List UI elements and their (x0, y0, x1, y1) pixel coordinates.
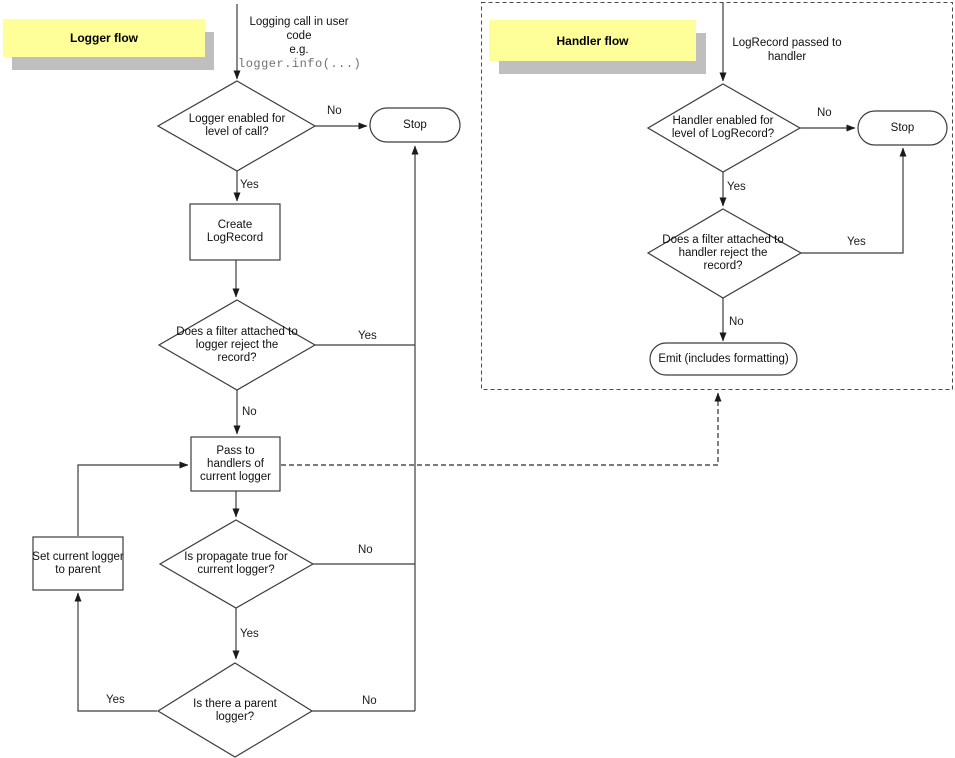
edge-label-yes-parent: Yes (106, 694, 125, 706)
logger-entry-text: Logging call in user code (249, 16, 349, 42)
edge-label-yes-filter: Yes (358, 330, 377, 342)
edge-handler-filter-yes-to-stop (801, 147, 907, 254)
pass-to-handlers-text: Pass to handlers of current logger (200, 444, 271, 483)
set-current-logger-node (32, 536, 124, 591)
decision-parent-logger (156, 662, 314, 758)
decision-propagate (158, 519, 315, 609)
decision-logger-level-text: Logger enabled for level of call? (188, 113, 286, 138)
emit-node (649, 342, 798, 376)
edge-label-handler-no-filter: No (729, 316, 744, 328)
logger-entry-code: logger.info(...) (238, 57, 362, 71)
edge-label-handler-yes-level: Yes (727, 181, 746, 193)
emit-text: Emit (includes formatting) (658, 352, 789, 365)
decision-logger-filter (157, 299, 317, 391)
handler-flow-title: Handler flow (489, 20, 696, 61)
edge-parent-yes-to-setparent (74, 592, 157, 712)
create-logrecord-text: Create LogRecord (206, 219, 264, 244)
edge-label-no-parent: No (362, 695, 377, 707)
decision-handler-level (646, 83, 802, 173)
edge-pass-to-handler-flow (281, 392, 722, 466)
logger-entry-eg: e.g. (289, 44, 309, 56)
create-logrecord-node (189, 203, 281, 261)
decision-parent-text: Is there a parent logger? (193, 698, 277, 723)
stop-node-logger (369, 107, 461, 143)
decision-handler-filter-text: Does a filter attached to handler reject… (662, 233, 784, 272)
decision-handler-level-text: Handler enabled for level of LogRecord? (671, 115, 775, 140)
stop-node-handler (857, 110, 948, 146)
edge-label-no-propagate: No (358, 544, 373, 556)
handler-entry-note: LogRecord passed to handler (732, 37, 842, 63)
edge-label-yes-level: Yes (240, 179, 259, 191)
decision-handler-filter (646, 208, 803, 299)
edge-label-no-level: No (327, 105, 342, 117)
stop-logger-text: Stop (403, 118, 427, 131)
pass-to-handlers-node (190, 436, 281, 492)
decision-logger-level (156, 80, 317, 172)
logger-entry-note: Logging call in user code e.g. logger.in… (238, 15, 362, 71)
set-current-logger-text: Set current logger to parent (32, 550, 124, 576)
decision-propagate-text: Is propagate true for current logger? (184, 551, 288, 576)
decision-logger-filter-text: Does a filter attached to logger reject … (176, 325, 298, 364)
handler-flow-boundary (481, 2, 953, 390)
edge-setparent-to-pass (77, 461, 189, 536)
logger-flow-title: Logger flow (3, 19, 205, 57)
stop-handler-text: Stop (890, 121, 915, 134)
edge-label-handler-no-level: No (817, 107, 832, 119)
edge-label-yes-propagate: Yes (240, 628, 259, 640)
edge-label-no-filter: No (242, 406, 257, 418)
edge-label-handler-yes-filter: Yes (847, 236, 866, 248)
